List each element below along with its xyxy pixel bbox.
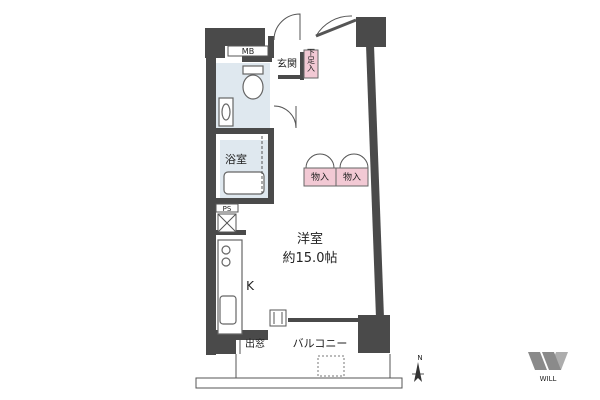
pipe-shaft [217,213,237,233]
closet-right-label: 物入 [343,171,361,183]
washroom-door [273,105,297,129]
ps-box [215,203,239,213]
western-room-label: 洋室 [297,231,323,247]
kitchen-counter [217,239,243,335]
mb-box [227,45,269,57]
compass-icon [412,362,424,382]
walls [205,17,390,355]
closet-doors [305,153,369,169]
balcony-door [239,309,287,354]
toilet [242,65,264,100]
mb-label: MB [242,47,254,56]
compass-label: N [417,354,422,362]
entry-door [273,13,357,41]
entrance-label: 玄関 [277,57,297,70]
will-logo-text: WILL [540,375,557,383]
bathtub [223,171,265,195]
ps-label: PS [223,205,232,213]
shoe-storage-label: 下足入 [307,48,316,72]
kitchen-label: K [246,279,255,293]
closet-right [335,167,369,187]
washbasin [218,97,234,127]
balcony-drain [317,355,345,377]
bathroom-label: 浴室 [225,152,247,166]
will-logo [528,352,568,370]
window-label: 出窓 [245,337,265,350]
balcony-label: バルコニー [293,337,348,350]
western-room-size: 約15.0帖 [283,251,338,266]
balcony-outline [195,354,403,389]
shoe-storage [303,49,319,79]
closet-left-label: 物入 [311,171,329,183]
